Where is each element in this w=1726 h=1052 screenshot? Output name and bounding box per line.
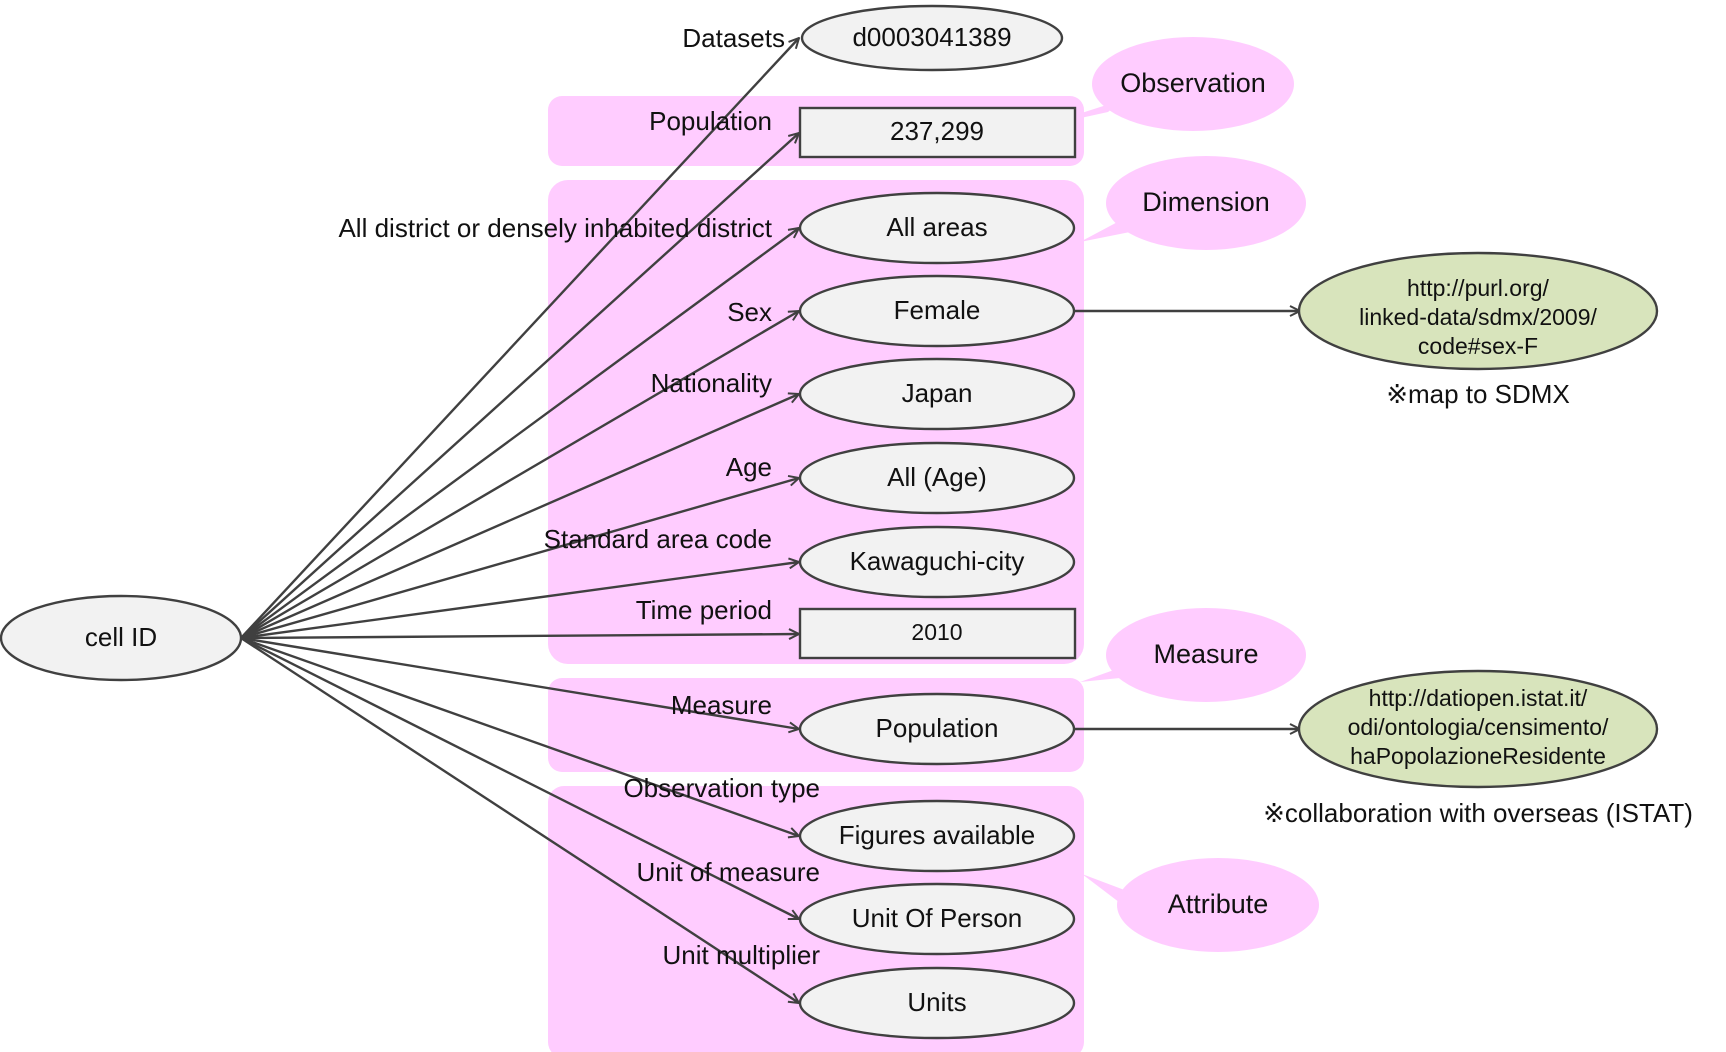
istat-url-line-1: http://datiopen.istat.it/ — [1369, 685, 1588, 711]
predicate-label-area: All district or densely inhabited distri… — [338, 213, 772, 243]
external-nodes: http://purl.org/ linked-data/sdmx/2009/ … — [1263, 251, 1693, 828]
node-datasets-label: d0003041389 — [852, 22, 1011, 52]
node-kawaguchi-label: Kawaguchi-city — [850, 546, 1025, 576]
node-female: Female — [798, 274, 1076, 348]
node-units: Units — [798, 966, 1076, 1040]
node-time-2010-label: 2010 — [911, 619, 962, 645]
dimension-callout: Dimension — [1080, 156, 1306, 250]
node-japan: Japan — [798, 357, 1076, 431]
edge-population-value — [240, 133, 799, 639]
node-female-label: Female — [894, 295, 981, 325]
edge-measure-population — [240, 636, 799, 729]
node-japan-label: Japan — [902, 378, 973, 408]
attribute-callout-label: Attribute — [1168, 889, 1269, 919]
object-nodes: d0003041389 237,299 All areas Female Jap… — [798, 4, 1077, 1040]
node-figures-available: Figures available — [798, 799, 1076, 873]
edge-female — [240, 311, 799, 640]
attribute-callout: Attribute — [1082, 858, 1319, 952]
edge-units — [240, 636, 799, 1003]
node-all-age-label: All (Age) — [887, 462, 987, 492]
node-all-areas-label: All areas — [886, 212, 987, 242]
edge-all-age — [240, 478, 799, 640]
istat-note: ※collaboration with overseas (ISTAT) — [1263, 798, 1693, 828]
measure-callout: Measure — [1080, 608, 1306, 702]
predicate-labels: Datasets Population All district or dens… — [338, 23, 820, 970]
sdmx-url-line-2: linked-data/sdmx/2009/ — [1359, 304, 1597, 330]
sdmx-note: ※map to SDMX — [1386, 379, 1570, 409]
node-time-2010: 2010 — [798, 607, 1077, 660]
edges — [240, 38, 1300, 1003]
edge-figures-available — [240, 636, 799, 836]
predicate-label-measure: Measure — [671, 690, 772, 720]
predicate-label-time-period: Time period — [636, 595, 772, 625]
edge-time-2010 — [240, 634, 799, 638]
predicate-label-nationality: Nationality — [651, 368, 772, 398]
node-all-age: All (Age) — [798, 441, 1076, 515]
measure-callout-label: Measure — [1153, 639, 1258, 669]
sdmx-url-line-3: code#sex-F — [1418, 333, 1538, 359]
observation-callout-label: Observation — [1120, 68, 1266, 98]
predicate-label-observation-type: Observation type — [623, 773, 820, 803]
predicate-label-age: Age — [726, 452, 772, 482]
istat-node: http://datiopen.istat.it/ odi/ontologia/… — [1297, 669, 1659, 789]
node-population-value-label: 237,299 — [890, 116, 984, 146]
node-datasets: d0003041389 — [800, 4, 1064, 72]
node-units-label: Units — [907, 987, 966, 1017]
root-node-label: cell ID — [85, 622, 157, 652]
edge-datasets — [240, 38, 799, 639]
edge-unit-of-person — [240, 636, 799, 921]
edge-japan — [240, 394, 799, 640]
node-all-areas: All areas — [798, 191, 1076, 265]
predicate-label-population: Population — [649, 106, 772, 136]
predicate-label-unit-multiplier: Unit multiplier — [663, 940, 821, 970]
predicate-label-datasets: Datasets — [682, 23, 785, 53]
predicate-label-unit-of-measure: Unit of measure — [636, 857, 820, 887]
observation-callout: Observation — [1035, 37, 1294, 131]
predicate-label-area-code: Standard area code — [544, 524, 772, 554]
edge-kawaguchi — [240, 562, 799, 640]
node-unit-of-person: Unit Of Person — [798, 882, 1076, 956]
node-kawaguchi: Kawaguchi-city — [798, 525, 1076, 599]
node-unit-of-person-label: Unit Of Person — [852, 903, 1023, 933]
predicate-label-sex: Sex — [727, 297, 772, 327]
istat-url-line-3: haPopolazioneResidente — [1350, 743, 1606, 769]
node-population-value: 237,299 — [798, 106, 1077, 159]
callouts: Observation Dimension Measure Attribute — [1035, 37, 1319, 952]
dimension-callout-label: Dimension — [1142, 187, 1270, 217]
node-measure-population-label: Population — [876, 713, 999, 743]
sdmx-node: http://purl.org/ linked-data/sdmx/2009/ … — [1297, 251, 1659, 371]
edge-all-areas — [240, 228, 799, 639]
sdmx-url-line-1: http://purl.org/ — [1407, 275, 1550, 301]
node-figures-available-label: Figures available — [839, 820, 1036, 850]
istat-url-line-2: odi/ontologia/censimento/ — [1348, 714, 1609, 740]
root-node: cell ID — [0, 594, 243, 682]
node-measure-population: Population — [798, 692, 1076, 766]
